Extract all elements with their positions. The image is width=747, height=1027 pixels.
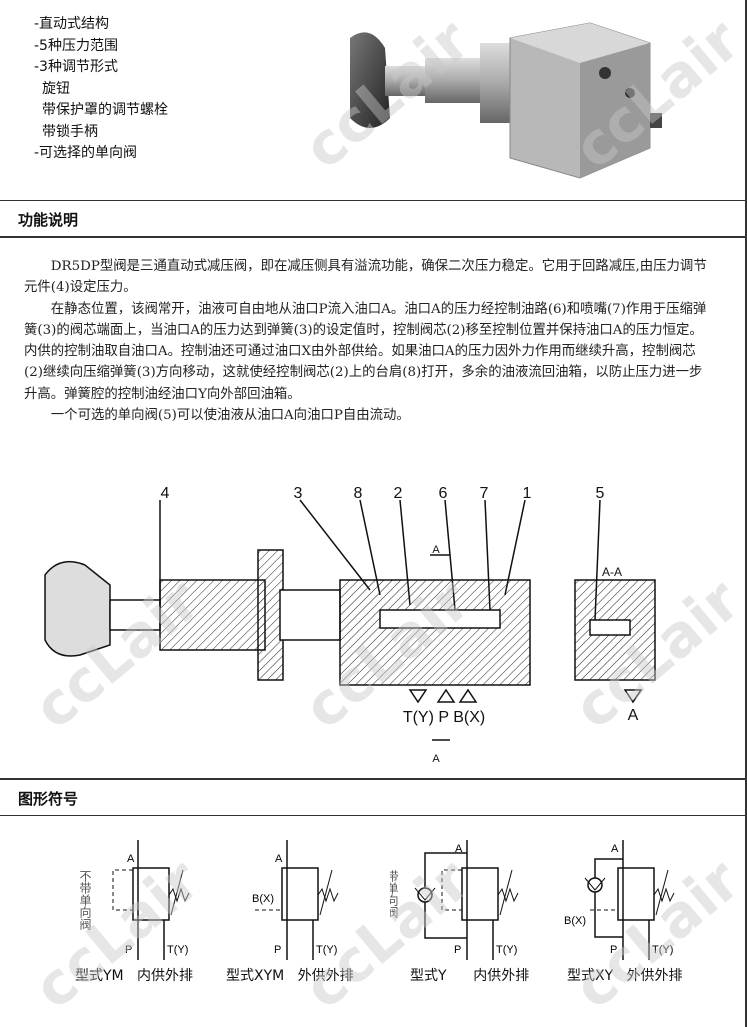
svg-text:B(X): B(X) [252, 893, 274, 905]
feature-item: -3种调节形式 [34, 59, 118, 75]
function-description: DR5DP型阀是三通直动式减压阀，即在减压侧具有溢流功能，确保二次压力稳定。它用… [24, 256, 710, 426]
feature-item: -直动式结构 [34, 16, 110, 32]
valve-sectional-drawing: 4 3 8 2 6 7 1 5 A A A-A T(Y) P B(X) A [44, 485, 656, 765]
section-mark-top: A [432, 544, 440, 556]
feature-item: -可选择的单向阀 [34, 145, 138, 161]
section-mark-bottom: A [432, 753, 440, 765]
symbol-caption-ym: 型式YM 内供外排 [75, 968, 193, 984]
ports-label: T(Y) P B(X) [403, 709, 485, 726]
symbol-caption-y: 型式Y 内供外排 [410, 968, 530, 984]
callout-7: 7 [480, 485, 489, 502]
callout-1: 1 [523, 485, 532, 502]
svg-text:T(Y): T(Y) [316, 944, 337, 956]
section-view-label: A-A [602, 565, 622, 579]
svg-text:P: P [125, 944, 132, 956]
symbol-caption-xy: 型式XY 外供外排 [567, 968, 683, 984]
feature-item: -5种压力范围 [34, 37, 118, 54]
divider [0, 200, 747, 201]
section-title-function: 功能说明 [18, 211, 79, 229]
symbol-caption-xym: 型式XYM 外供外排 [226, 968, 354, 984]
description-paragraph: 在静态位置，该阀常开，油液可自由地从油口P流入油口A。油口A的压力经控制油路(6… [24, 301, 707, 402]
hydraulic-symbol-xy: A B(X) P T(Y) [564, 840, 675, 960]
feature-item: 带保护罩的调节螺栓 [42, 102, 168, 118]
feature-item: 带锁手柄 [42, 123, 98, 140]
svg-text:带单向阀: 带单向阀 [390, 870, 399, 919]
hydraulic-symbol-ym: 不带单向阀 A P T(Y) [78, 840, 190, 960]
description-paragraph: 一个可选的单向阀(5)可以使油液从油口A向油口P自由流动。 [50, 408, 410, 424]
divider [0, 815, 747, 816]
svg-text:A: A [275, 853, 283, 865]
divider [0, 236, 747, 238]
svg-text:P: P [274, 944, 281, 956]
svg-text:P: P [454, 944, 461, 956]
hydraulic-symbol-y: 带单向阀 A P T(Y) [390, 840, 519, 960]
svg-text:P: P [610, 944, 617, 956]
callout-8: 8 [354, 485, 363, 502]
callout-2: 2 [394, 485, 403, 502]
feature-item: 旋钮 [42, 80, 70, 97]
svg-text:T(Y): T(Y) [652, 944, 673, 956]
svg-text:A: A [455, 843, 463, 855]
svg-text:B(X): B(X) [564, 915, 586, 927]
divider [0, 778, 747, 780]
svg-text:不带单向阀: 不带单向阀 [78, 870, 92, 931]
hydraulic-symbol-xym: A B(X) P T(Y) [252, 840, 339, 960]
callout-4: 4 [161, 485, 170, 502]
page-border [745, 0, 747, 1027]
svg-text:A: A [611, 843, 619, 855]
valve-product-photo [350, 22, 662, 179]
svg-text:A: A [127, 853, 135, 865]
callout-5: 5 [596, 485, 605, 502]
port-a-label: A [628, 707, 639, 724]
callout-3: 3 [294, 485, 303, 502]
svg-text:T(Y): T(Y) [496, 944, 517, 956]
section-title-symbols: 图形符号 [18, 790, 79, 808]
svg-text:T(Y): T(Y) [167, 944, 188, 956]
callout-6: 6 [439, 485, 448, 502]
feature-list: -直动式结构 -5种压力范围 -3种调节形式 旋钮 带保护罩的调节螺栓 带锁手柄… [34, 14, 168, 165]
description-paragraph: DR5DP型阀是三通直动式减压阀，即在减压侧具有溢流功能，确保二次压力稳定。它用… [24, 259, 707, 296]
